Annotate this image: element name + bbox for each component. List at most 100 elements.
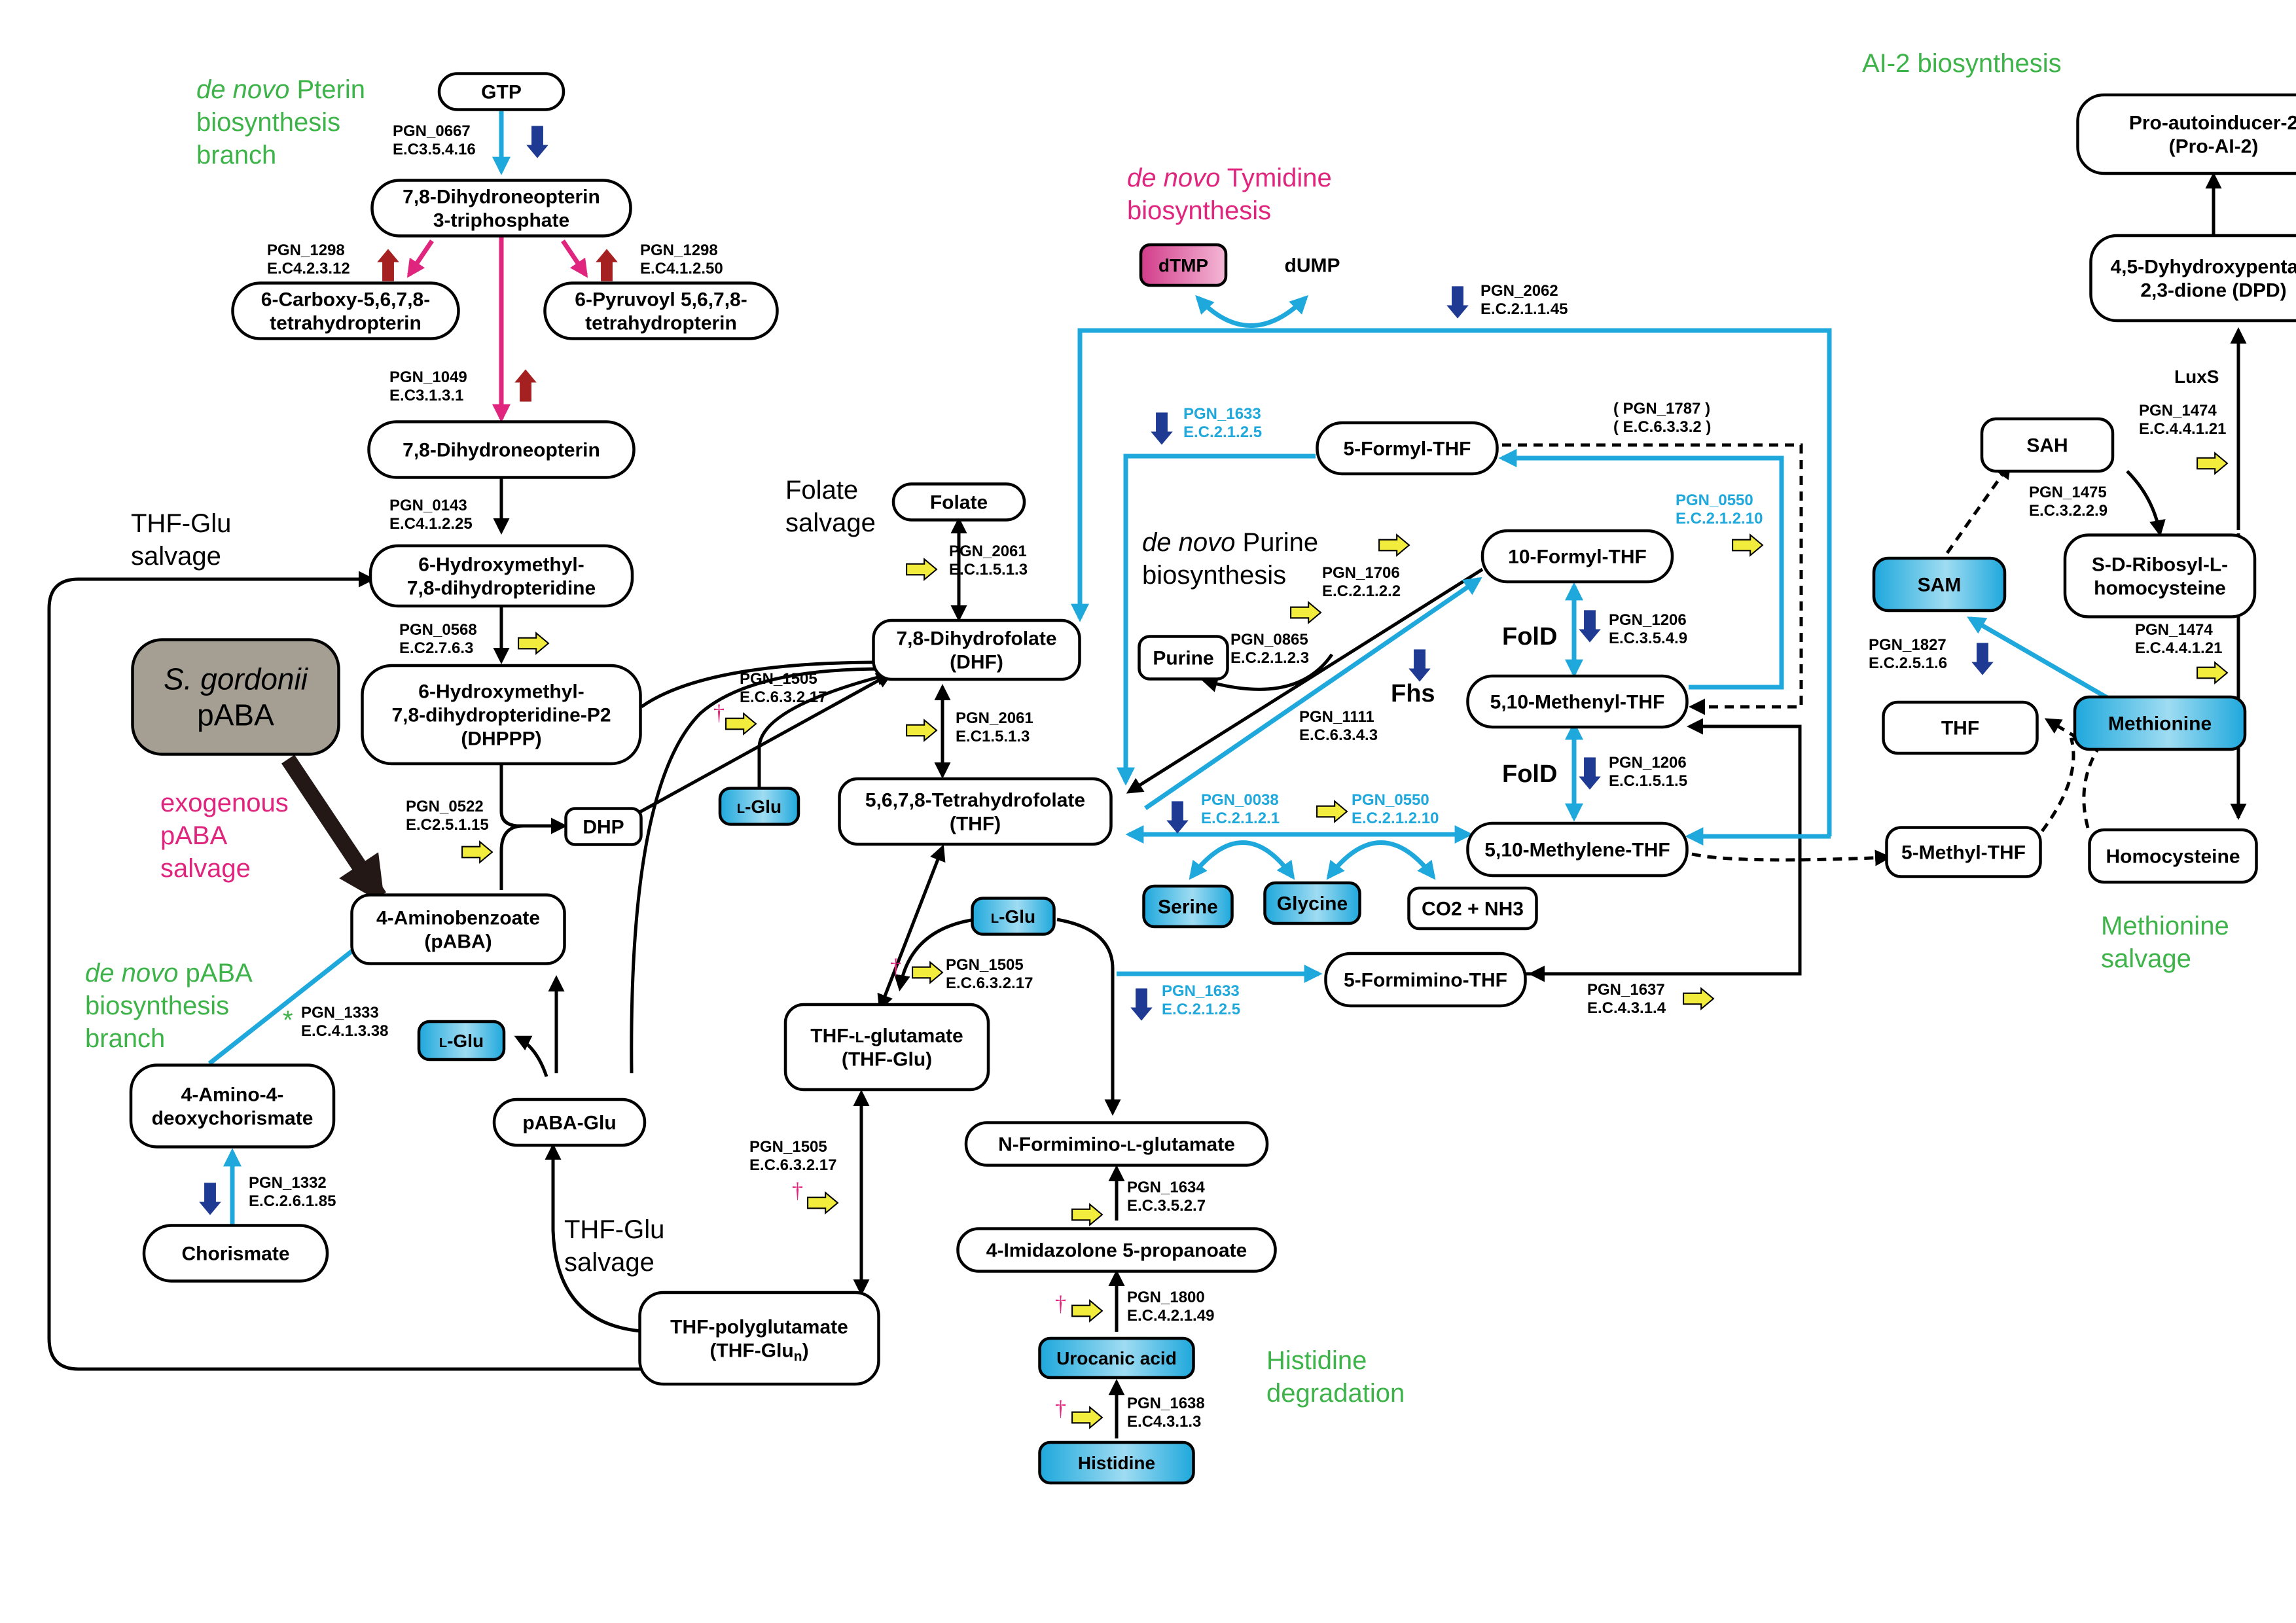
- node-box: [964, 1121, 1269, 1167]
- node-thf2: THF: [1882, 700, 2039, 755]
- section-label: AI-2 biosynthesis: [1862, 49, 2062, 78]
- gene-label: PGN_1634: [1127, 1179, 1205, 1196]
- node-pabaglu: pABA-Glu: [492, 1097, 647, 1147]
- gene-label: E.C.3.5.2.7: [1127, 1197, 1206, 1215]
- gene-label: PGN_1637: [1587, 981, 1665, 999]
- node-label: 4,5-Dyhydroxypentan-: [2110, 257, 2296, 278]
- yellow-arrow-icon: [1378, 534, 1410, 556]
- node-box: [872, 618, 1081, 681]
- node-label: 5-Formimino-THF: [1344, 970, 1507, 991]
- gene-g1787: ( PGN_1787 )( E.C.6.3.3.2 ): [1613, 400, 1711, 436]
- node-label: L-Glu: [991, 906, 1035, 927]
- node-box: [1480, 529, 1674, 584]
- section-label: de novo Purine: [1142, 528, 1318, 557]
- node-label: THF: [1941, 718, 1979, 740]
- section-label: salvage: [2101, 944, 2191, 973]
- node-box: [1882, 700, 2039, 755]
- gene-label: E.C.2.1.2.2: [1322, 582, 1401, 600]
- node-label: deoxychorismate: [152, 1108, 314, 1130]
- gene-label: E.C.6.3.2.17: [749, 1156, 836, 1174]
- gene-label: E.C.6.3.2.17: [946, 974, 1033, 992]
- fold-label-2: FolD: [1502, 760, 1557, 788]
- node-label: (THF-Glun): [709, 1340, 808, 1364]
- node-label: 3-triphosphate: [433, 210, 569, 232]
- down-arrow-icon: [1151, 412, 1173, 445]
- node-label: Folate: [930, 492, 988, 514]
- section-label: THF-Glu: [564, 1215, 664, 1244]
- node-label: 6-Pyruvoyl 5,6,7,8-: [575, 289, 747, 311]
- gene-label: E.C.2.6.1.85: [249, 1192, 336, 1210]
- gene-label: E.C3.1.3.1: [389, 387, 463, 404]
- node-box: [350, 893, 566, 965]
- section-label: biosynthesis: [1142, 561, 1286, 590]
- yellow-arrow-icon: [1071, 1406, 1103, 1429]
- node-dhn: 7,8-Dihydroneopterin: [367, 420, 636, 479]
- yellow-arrow-icon: [912, 961, 943, 984]
- down-arrow-icon: [1579, 757, 1601, 790]
- yellow-arrow-icon: [1316, 800, 1348, 823]
- node-label: (DHPPP): [461, 728, 541, 750]
- node-label: DHP: [583, 817, 624, 838]
- gene-label: E.C2.5.1.15: [406, 816, 489, 834]
- node-label: 10-Formyl-THF: [1508, 546, 1647, 568]
- gene-label: PGN_1505: [946, 956, 1024, 974]
- node-label: pABA: [197, 698, 274, 732]
- down-arrow-icon: [1971, 643, 1994, 675]
- gene-label: PGN_0522: [406, 798, 484, 815]
- gene-label: E.C4.1.2.25: [389, 515, 473, 533]
- node-box: [370, 179, 632, 238]
- gene-label: PGN_1505: [740, 670, 817, 688]
- node-box: [543, 281, 779, 340]
- node-label: 5,6,7,8-Tetrahydrofolate: [865, 790, 1085, 812]
- node-box: [971, 897, 1056, 936]
- gene-label: PGN_1333: [301, 1004, 379, 1022]
- node-label: Chorismate: [181, 1243, 289, 1265]
- node-label: 5,10-Methenyl-THF: [1490, 692, 1665, 713]
- node-label: pABA-Glu: [522, 1113, 616, 1134]
- gene-label: E.C.2.1.2.5: [1183, 423, 1262, 441]
- down-arrow-icon: [1408, 649, 1431, 682]
- node-dhp: DHP: [564, 807, 643, 846]
- node-label: (THF-Glu): [842, 1049, 932, 1071]
- node-label: 7,8-dihydropteridine-P2: [391, 705, 611, 726]
- node-imid: 4-Imidazolone 5-propanoate: [956, 1227, 1277, 1273]
- gene-label: E.C.2.1.2.10: [1676, 510, 1763, 527]
- node-label: 7,8-Dihydroneopterin: [403, 187, 600, 208]
- gene-label: PGN_1638: [1127, 1395, 1205, 1412]
- gene-label: E.C1.5.1.3: [956, 728, 1030, 745]
- gene-label: E.C.4.1.3.38: [301, 1022, 388, 1040]
- node-sah: SAH: [1980, 417, 2115, 473]
- node-label: 4-Imidazolone 5-propanoate: [986, 1240, 1247, 1262]
- yellow-arrow-icon: [807, 1192, 838, 1214]
- section-label: branch: [196, 141, 276, 169]
- fold-label-1: FolD: [1502, 623, 1557, 651]
- gene-label: E.C.4.4.1.21: [2135, 639, 2222, 657]
- fhs-label: Fhs: [1391, 680, 1435, 707]
- node-box: [2089, 234, 2296, 323]
- node-label: (Pro-AI-2): [2169, 136, 2259, 158]
- yellow-arrow-icon: [2197, 662, 2228, 684]
- section-purine: de novo Purine biosynthesis: [1142, 528, 1318, 590]
- node-label: CO2 + NH3: [1422, 899, 1524, 920]
- node-label: 4-Amino-4-: [181, 1084, 284, 1106]
- yellow-arrow-icon: [2197, 452, 2228, 474]
- node-box: [783, 1003, 990, 1092]
- gene-label: PGN_1049: [389, 368, 467, 386]
- node-lglu_c: L-Glu: [971, 897, 1056, 936]
- node-label: SAH: [2026, 435, 2068, 457]
- down-arrow-icon: [526, 126, 548, 158]
